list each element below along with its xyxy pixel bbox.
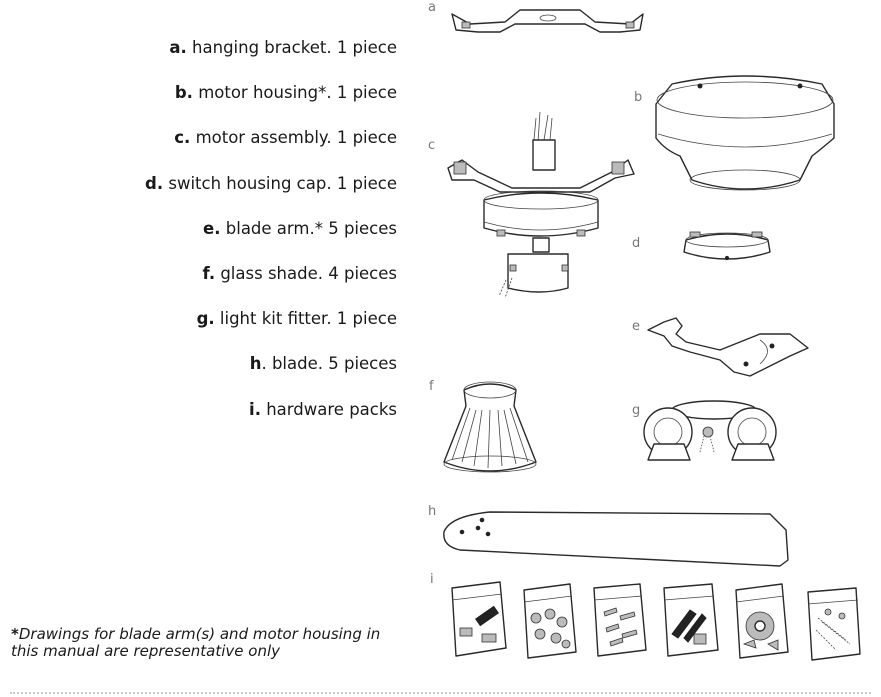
hardware-pack-3 [593, 583, 647, 657]
part-letter: d. [145, 173, 164, 193]
footnote-text: Drawings for blade arm(s) and motor hous… [11, 625, 381, 660]
part-letter: i. [249, 399, 261, 419]
part-text: glass shade. 4 pieces [215, 263, 397, 283]
part-text: hanging bracket. 1 piece [186, 38, 397, 57]
figure-label-i: i [430, 572, 434, 587]
figure-label-b: b [634, 90, 643, 105]
hardware-pack-6 [807, 587, 861, 661]
blade-arm-drawing [647, 317, 809, 377]
footnote: *Drawings for blade arm(s) and motor hou… [11, 626, 411, 660]
figure-label-d: d [632, 236, 641, 251]
part-letter: h [249, 354, 262, 374]
hardware-pack-5 [735, 583, 789, 659]
part-row-g: g. light kit fitter. 1 piece [145, 307, 397, 352]
part-text: motor housing*. 1 piece [192, 83, 397, 103]
part-row-e: e. blade arm.* 5 pieces [145, 217, 397, 262]
part-text: hardware packs [260, 399, 397, 419]
parts-list: a. hanging bracket. 1 piece b. motor hou… [145, 36, 397, 443]
figure-label-e: e [632, 319, 640, 334]
hardware-pack-2 [523, 583, 577, 659]
switch-housing-cap-drawing [683, 231, 771, 261]
part-letter: e. [203, 218, 221, 238]
part-letter: f. [202, 263, 216, 283]
motor-housing-drawing [655, 75, 835, 191]
part-row-a: a. hanging bracket. 1 piece [145, 36, 397, 81]
motor-assembly-drawing [447, 111, 635, 299]
part-row-h: h. blade. 5 pieces [145, 352, 397, 397]
part-letter: b. [174, 83, 193, 103]
part-row-f: f. glass shade. 4 pieces [145, 262, 397, 307]
part-letter: c. [174, 128, 191, 148]
part-text: . blade. 5 pieces [261, 354, 397, 374]
part-text: blade arm.* 5 pieces [220, 218, 397, 238]
part-text: motor assembly. 1 piece [190, 128, 397, 148]
part-row-d: d. switch housing cap. 1 piece [145, 172, 397, 217]
figure-label-f: f [429, 379, 434, 394]
part-row-b: b. motor housing*. 1 piece [145, 81, 397, 126]
hardware-pack-4 [663, 583, 719, 657]
blade-drawing [443, 511, 789, 567]
figure-label-g: g [632, 403, 641, 418]
part-letter: a. [169, 38, 187, 57]
figure-label-h: h [428, 504, 437, 519]
part-row-i: i. hardware packs [145, 398, 397, 443]
dotted-divider [10, 692, 871, 694]
hardware-packs-drawing [451, 581, 861, 661]
figure-label-c: c [428, 138, 436, 153]
part-letter: g. [196, 309, 215, 329]
glass-shade-drawing [443, 381, 537, 473]
hanging-bracket-drawing [451, 9, 644, 33]
part-text: switch housing cap. 1 piece [163, 173, 397, 193]
footnote-star: * [11, 625, 19, 643]
part-row-c: c. motor assembly. 1 piece [145, 126, 397, 171]
part-text: light kit fitter. 1 piece [214, 309, 397, 329]
hardware-pack-1 [451, 581, 507, 657]
light-kit-fitter-drawing [643, 400, 777, 461]
figure-label-a: a [428, 0, 436, 15]
